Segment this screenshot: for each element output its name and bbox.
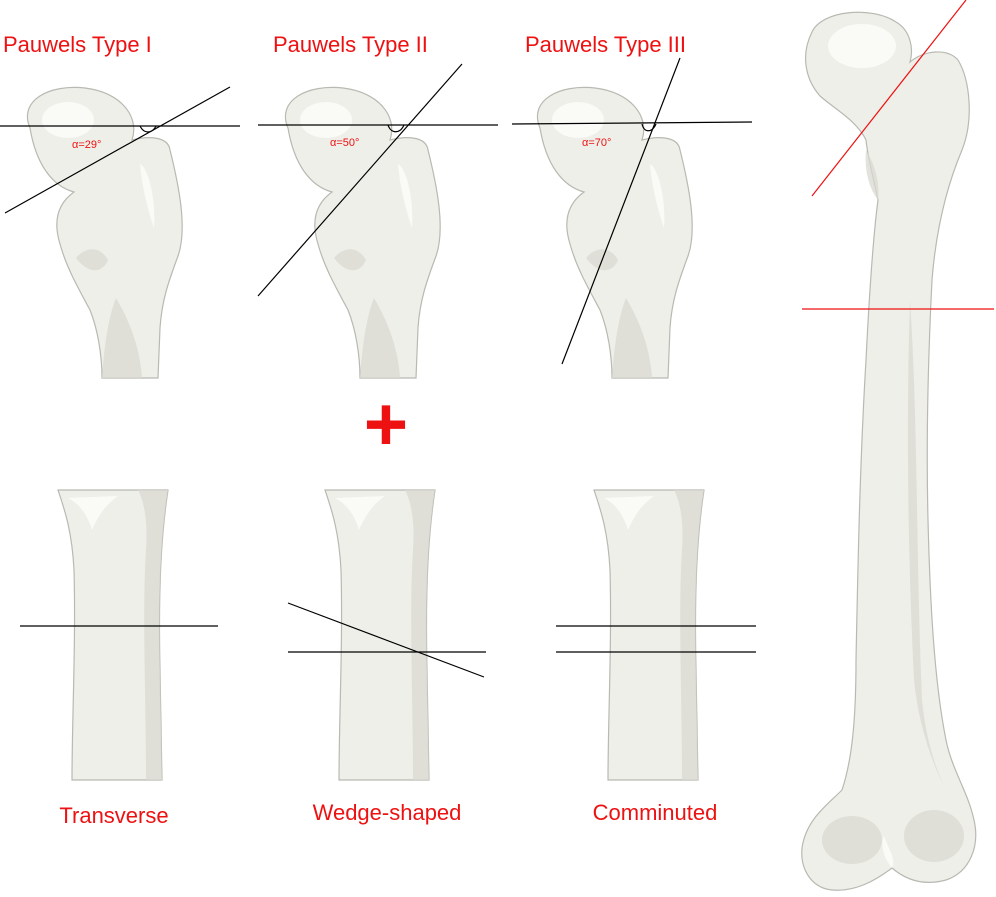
medial-condyle	[822, 816, 882, 864]
angle-label: α=70°	[582, 137, 611, 149]
pauwels-type-2-panel: Pauwels Type II α=50°	[257, 32, 498, 379]
femoral-shaft-illustration	[593, 489, 705, 781]
pauwels-type-1-panel: Pauwels Type I α=29°	[0, 32, 240, 379]
angle-arc	[139, 125, 157, 133]
comminuted-fracture-panel: Comminuted	[556, 489, 756, 825]
proximal-femur-illustration	[536, 86, 693, 379]
angle-label: α=29°	[72, 139, 101, 151]
angle-label: α=50°	[330, 137, 359, 149]
femoral-head-highlight	[828, 24, 896, 68]
wedge-fracture-panel: Wedge-shaped	[287, 489, 486, 825]
angle-arc	[387, 124, 405, 133]
full-femur-panel	[801, 0, 994, 891]
fracture-line	[257, 63, 463, 297]
shaft-shading	[907, 300, 946, 790]
transverse-caption: Transverse	[59, 803, 168, 828]
fracture-line	[4, 86, 231, 214]
femoral-shaft-illustration	[324, 489, 436, 781]
lateral-condyle	[904, 810, 964, 862]
comminuted-caption: Comminuted	[593, 800, 718, 825]
pauwels-type-3-panel: Pauwels Type III α=70°	[511, 32, 753, 379]
proximal-femur-illustration	[26, 86, 183, 379]
femoral-neck-fracture-line	[811, 0, 967, 197]
fracture-line	[561, 57, 681, 365]
intercondylar-notch	[882, 836, 894, 868]
fracture-line-oblique	[287, 602, 485, 678]
angle-arc	[641, 123, 657, 132]
transverse-fracture-panel: Transverse	[20, 489, 218, 828]
pauwels-type-3-title: Pauwels Type III	[525, 32, 686, 57]
pauwels-type-1-title: Pauwels Type I	[3, 32, 152, 57]
proximal-femur-illustration	[284, 86, 441, 379]
plus-symbol: +	[364, 382, 408, 467]
pauwels-type-2-title: Pauwels Type II	[273, 32, 428, 57]
horizontal-reference-line	[511, 121, 753, 125]
lesser-trochanter-shading	[865, 150, 879, 200]
femoral-shaft-illustration	[57, 489, 169, 781]
full-femur-illustration	[801, 11, 977, 891]
wedge-shaped-caption: Wedge-shaped	[313, 800, 462, 825]
